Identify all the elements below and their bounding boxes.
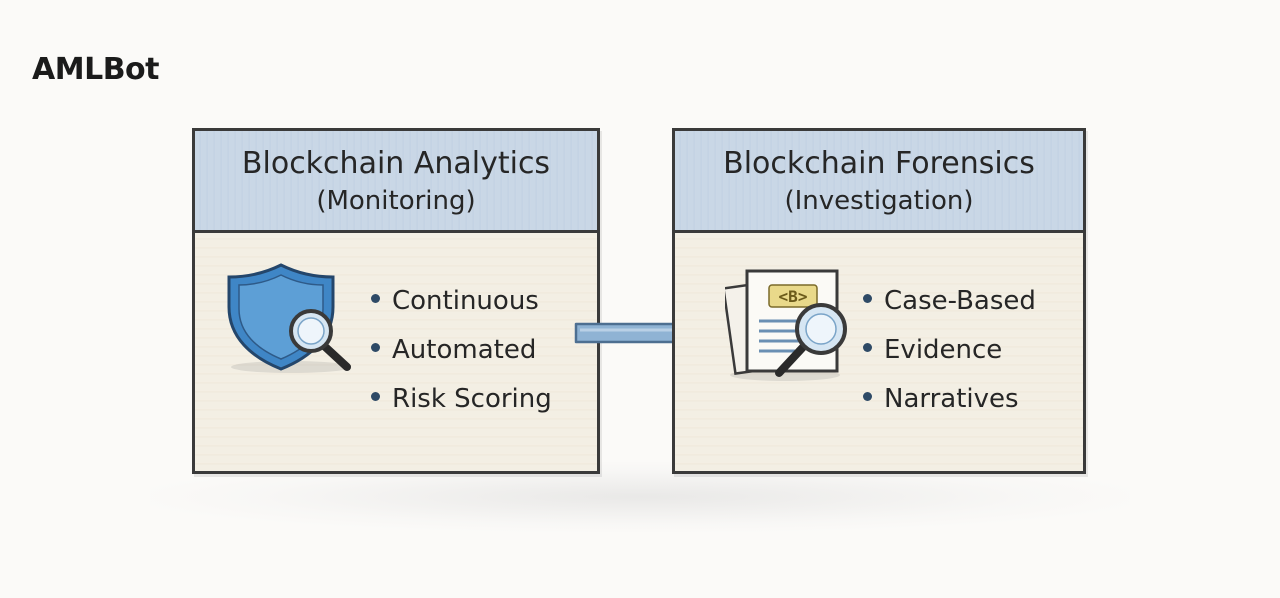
forensics-bullet-list: Case-Based Evidence Narratives <box>863 277 1036 424</box>
bullet-dot <box>371 392 380 401</box>
shield-magnifier-icon <box>221 257 371 377</box>
analytics-panel-body: Continuous Automated Risk Scoring <box>195 233 597 471</box>
forensics-subtitle: (Investigation) <box>784 186 974 216</box>
document-magnifier-icon: <B> <box>722 265 865 385</box>
analytics-bullet-list: Continuous Automated Risk Scoring <box>371 277 552 424</box>
list-item: Evidence <box>863 326 1036 375</box>
forensics-title: Blockchain Forensics <box>723 146 1035 181</box>
bullet-dot <box>371 294 380 303</box>
list-item: Risk Scoring <box>371 375 552 424</box>
forensics-panel-body: <B> Case-Based Evidence Narratives <box>675 233 1083 471</box>
brand-logo: AMLBot <box>32 52 160 87</box>
bullet-text: Evidence <box>884 335 1003 365</box>
list-item: Narratives <box>863 375 1036 424</box>
bullet-dot <box>863 294 872 303</box>
bullet-dot <box>863 392 872 401</box>
bullet-text: Continuous <box>392 286 539 316</box>
analytics-panel: Blockchain Analytics (Monitoring) Contin… <box>192 128 600 474</box>
bullet-text: Automated <box>392 335 537 365</box>
forensics-panel-header: Blockchain Forensics (Investigation) <box>675 131 1083 233</box>
bullet-text: Case-Based <box>884 286 1036 316</box>
forensics-panel: Blockchain Forensics (Investigation) <B>… <box>672 128 1086 474</box>
analytics-subtitle: (Monitoring) <box>316 186 476 216</box>
list-item: Continuous <box>371 277 552 326</box>
analytics-panel-header: Blockchain Analytics (Monitoring) <box>195 131 597 233</box>
list-item: Automated <box>371 326 552 375</box>
bullet-dot <box>863 343 872 352</box>
bullet-text: Risk Scoring <box>392 384 552 414</box>
bullet-dot <box>371 343 380 352</box>
bullet-text: Narratives <box>884 384 1019 414</box>
list-item: Case-Based <box>863 277 1036 326</box>
document-code-label: <B> <box>779 287 808 306</box>
analytics-title: Blockchain Analytics <box>241 146 551 181</box>
